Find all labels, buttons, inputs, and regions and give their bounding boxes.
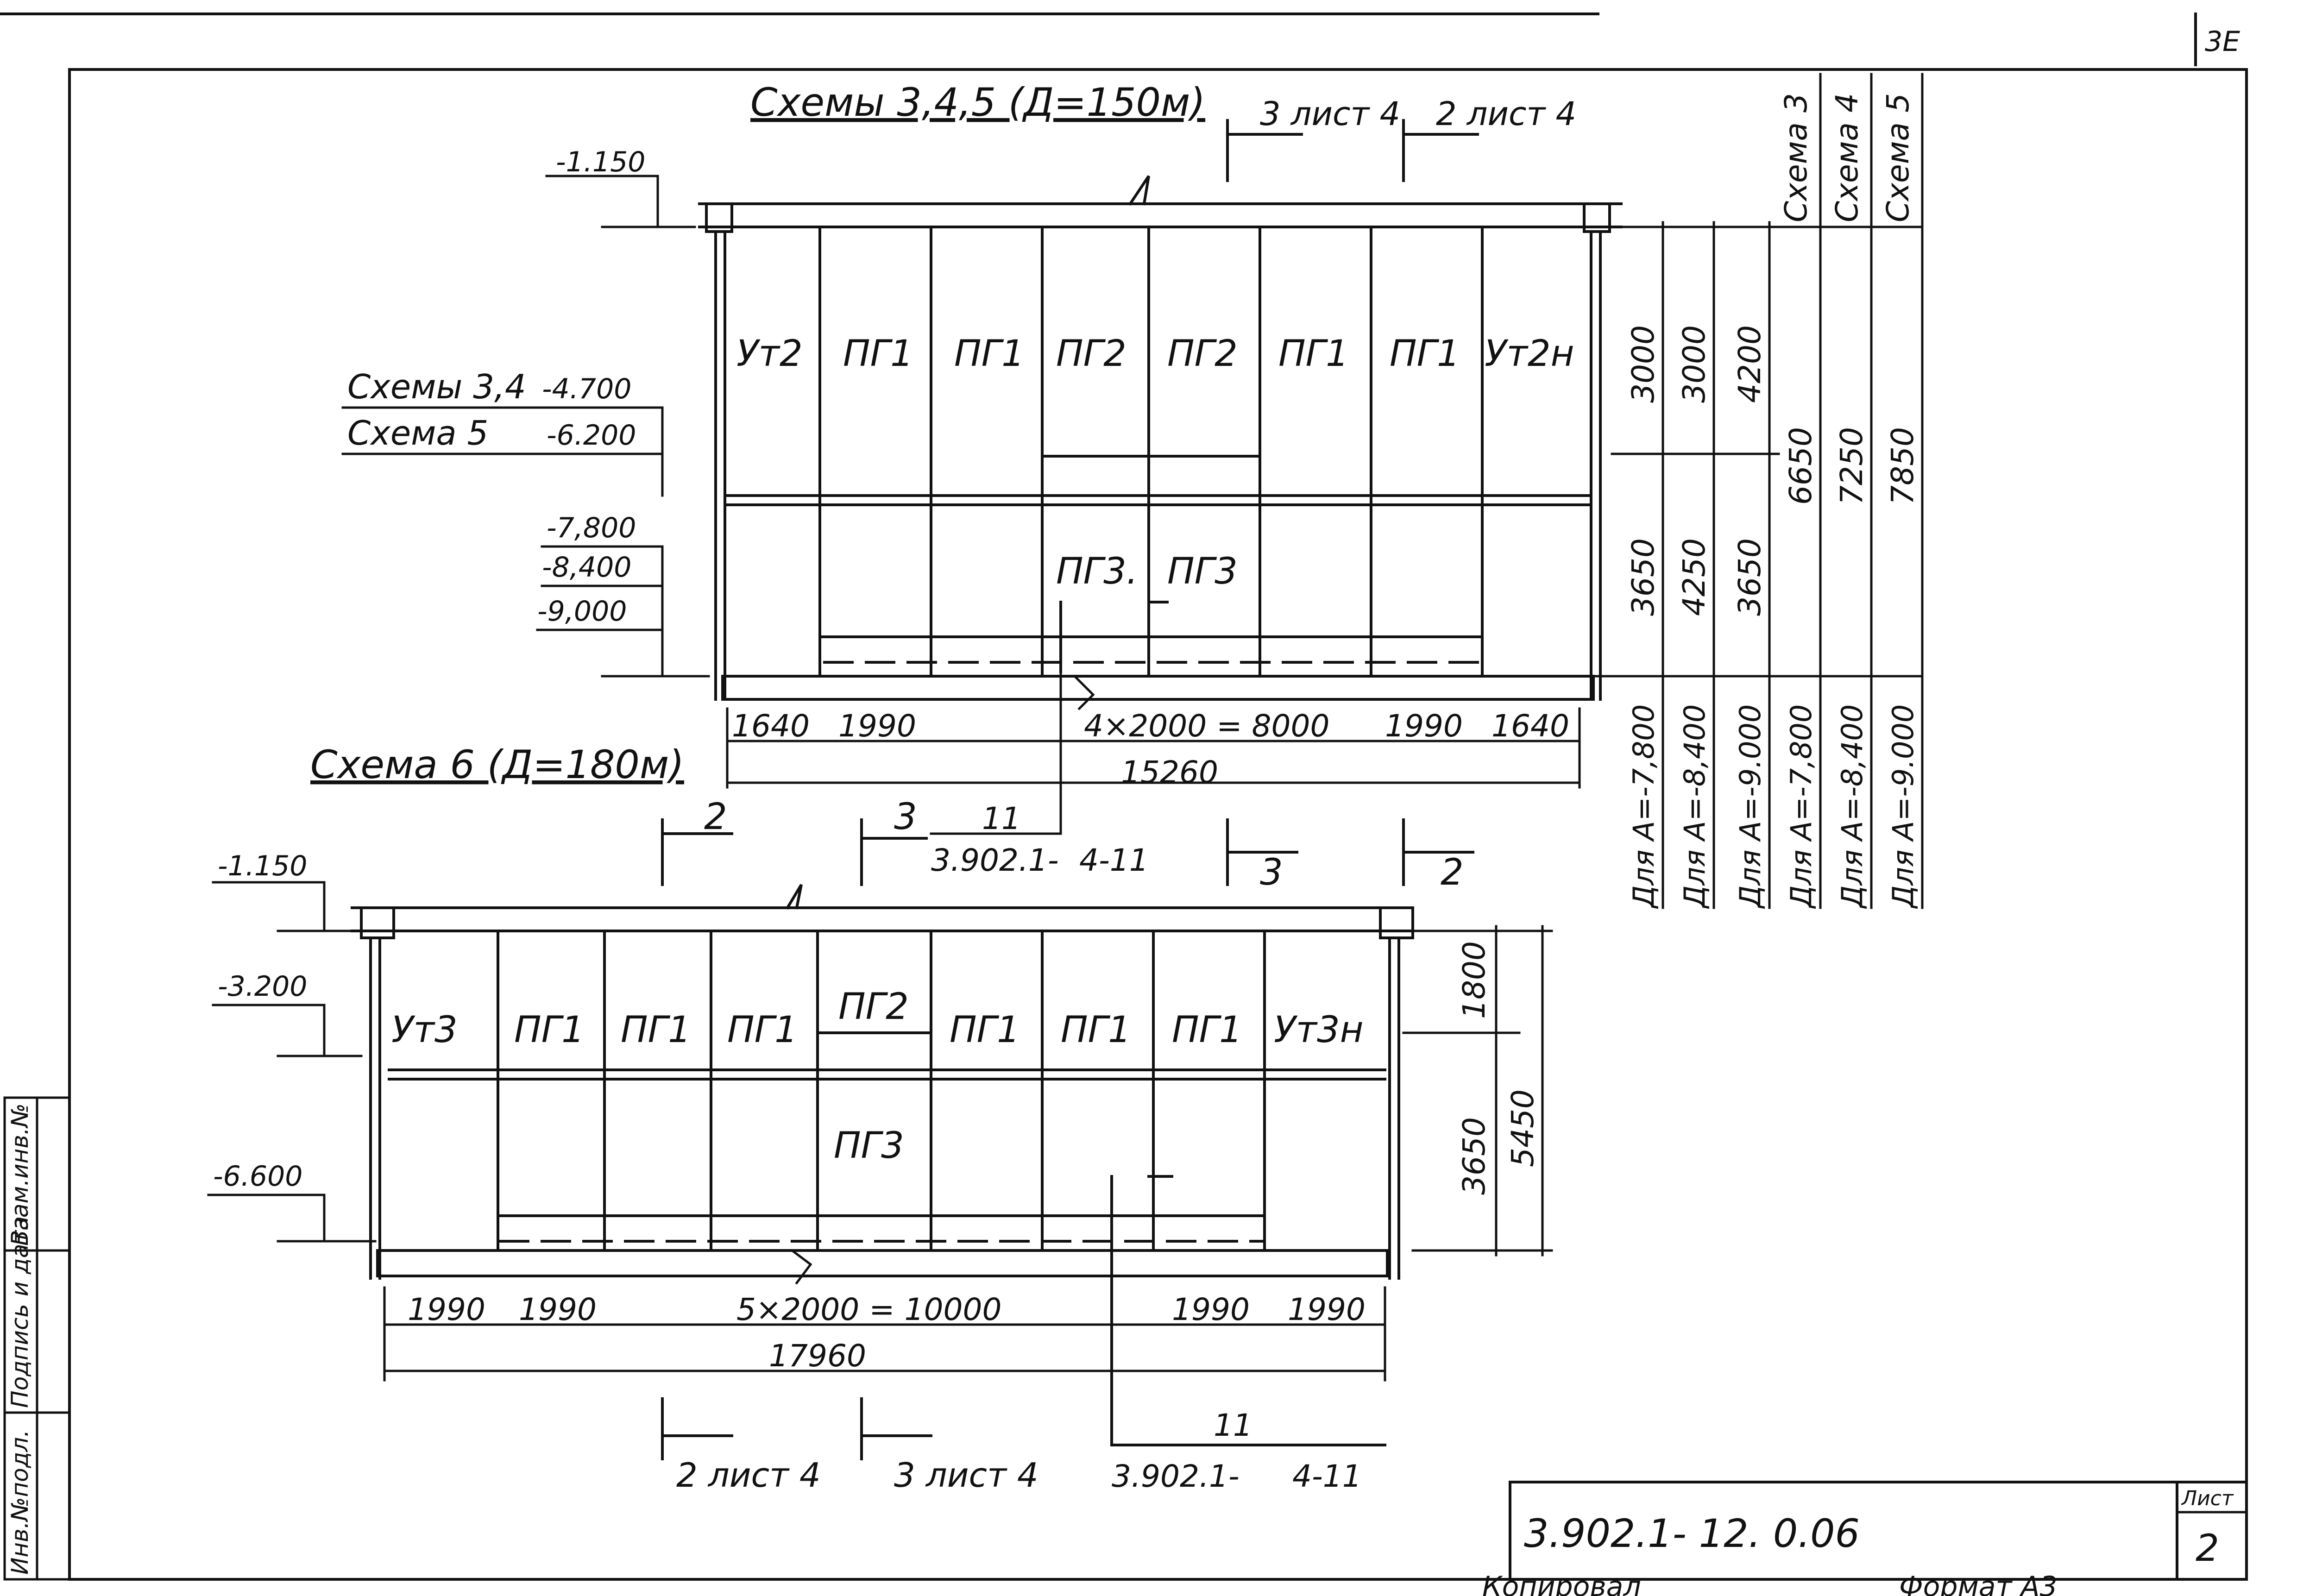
bottom-scheme: Схема 6 (Д=180м) -1.150 -3.200 -6.600 xyxy=(207,742,1553,1495)
table-cell: 7850 xyxy=(1885,427,1920,505)
bottom-title: Схема 6 (Д=180м) xyxy=(310,742,684,787)
panel-label: Ут2н xyxy=(1485,333,1574,375)
dim-2: 1990 xyxy=(519,1292,597,1327)
title-block: 3.902.1- 12. 0.06 Лист 2 xyxy=(1509,1481,2248,1581)
table-cell: 4200 xyxy=(1732,325,1768,403)
dim-total: 17960 xyxy=(769,1338,866,1374)
under-mark: 2 xyxy=(1441,852,1464,893)
panel-label: ПГ2 xyxy=(1056,333,1127,375)
callout-ref: 3.902.1- xyxy=(1112,1458,1240,1494)
panel-label-lower: ПГ3 xyxy=(834,1125,904,1167)
table-cell: 6650 xyxy=(1783,427,1819,505)
dim-2: 1990 xyxy=(838,708,916,744)
dim-3: 5×2000 = 10000 xyxy=(736,1292,1001,1327)
table-cell: 7250 xyxy=(1834,427,1869,505)
right-dim: 5450 xyxy=(1505,1089,1541,1167)
level-4700: -4.700 xyxy=(542,373,631,405)
table-cell: 3650 xyxy=(1732,538,1768,616)
panel-label: ПГ1 xyxy=(954,333,1025,375)
table-note: Для А=-9.000 xyxy=(1733,704,1767,909)
sheet-label: Лист xyxy=(2181,1487,2234,1510)
level-schemes34: Схемы 3,4 xyxy=(347,367,526,406)
dim-1: 1990 xyxy=(408,1292,485,1327)
panel-label: ПГ1 xyxy=(1390,333,1460,375)
side-stamp: Инв.№подл. Подпись и дата Взам.инв.№ xyxy=(3,1096,71,1581)
corner-code: 3Е xyxy=(2205,25,2240,58)
panel-label: ПГ1 xyxy=(1278,333,1349,375)
panel-label: ПГ1 xyxy=(1172,1009,1242,1051)
table-cell: 3650 xyxy=(1625,538,1661,616)
panel-label: Ут3н xyxy=(1274,1009,1364,1051)
dim-total: 15260 xyxy=(1121,754,1218,790)
stamp-replace: Взам.инв.№ xyxy=(6,1103,33,1246)
dim-4: 1990 xyxy=(1385,708,1463,744)
section-mark-2: 2 лист 4 xyxy=(1436,95,1576,133)
section-arrow-top xyxy=(1226,119,1479,182)
callout-num: 11 xyxy=(982,801,1021,836)
level-6200: -6.200 xyxy=(547,419,636,452)
panel-label: ПГ1 xyxy=(843,333,913,375)
top-scheme: Схемы 3,4,5 (Д=150м) 3 лист 4 2 лист 4 -… xyxy=(341,80,1623,893)
level-9000: -9,000 xyxy=(537,595,627,628)
dim-3: 4×2000 = 8000 xyxy=(1084,708,1329,744)
level-8400: -8,400 xyxy=(542,551,631,584)
table-note: Для А=-7,800 xyxy=(1627,704,1661,909)
section-mark-3: 3 лист 4 xyxy=(894,1456,1038,1495)
footer-copied: Копировал xyxy=(1482,1571,1641,1596)
table-note: Для А=-8,400 xyxy=(1835,704,1869,909)
table-note: Для А=-9.000 xyxy=(1886,704,1920,909)
stamp-sign: Подпись и дата xyxy=(6,1216,33,1408)
table-header: Схема 5 xyxy=(1880,93,1916,222)
dim-1: 1640 xyxy=(732,708,810,744)
top-title: Схемы 3,4,5 (Д=150м) xyxy=(750,80,1205,125)
dim-5: 1990 xyxy=(1288,1292,1366,1327)
level-6600: -6.600 xyxy=(213,1160,302,1193)
panel-label-lower: ПГ3. xyxy=(1056,551,1138,592)
doc-code: 3.902.1- 12. 0.06 xyxy=(1524,1511,1860,1556)
drawing-frame xyxy=(68,68,2248,1581)
callout-num: 11 xyxy=(1214,1407,1252,1443)
table-header: Схема 3 xyxy=(1778,93,1814,222)
table-note: Для А=-8,400 xyxy=(1678,704,1712,909)
stamp-inv: Инв.№подл. xyxy=(6,1430,33,1575)
dim-4: 1990 xyxy=(1172,1292,1250,1327)
panel-label: ПГ1 xyxy=(727,1009,798,1051)
callout-ref: 3.902.1- xyxy=(931,842,1059,878)
right-dimension-table: Схема 3 Схема 4 Схема 5 3000 3650 3000 4… xyxy=(1592,73,1924,909)
level-7800: -7,800 xyxy=(547,512,636,544)
section-mark-2: 2 лист 4 xyxy=(676,1456,821,1495)
panel-label: Ут2 xyxy=(736,333,803,375)
panel-label: ПГ2 xyxy=(838,986,909,1028)
panel-label: Ут3 xyxy=(391,1009,458,1051)
under-mark: 2 xyxy=(704,796,727,838)
section-mark-3: 3 лист 4 xyxy=(1260,95,1400,133)
right-dim: 1800 xyxy=(1456,941,1492,1019)
level-scheme5: Схема 5 xyxy=(347,414,488,452)
panel-label-lower: ПГ3 xyxy=(1167,551,1238,592)
table-cell: 3000 xyxy=(1625,325,1661,403)
panel-label: ПГ2 xyxy=(1167,333,1238,375)
panel-label: ПГ1 xyxy=(1061,1009,1131,1051)
panel-label: ПГ1 xyxy=(621,1009,691,1051)
level-1150: -1.150 xyxy=(556,146,645,178)
callout-sheet: 4-11 xyxy=(1079,842,1149,878)
callout-sheet: 4-11 xyxy=(1292,1458,1362,1494)
under-mark: 3 xyxy=(894,796,917,838)
under-mark: 3 xyxy=(1260,852,1283,893)
table-header: Схема 4 xyxy=(1829,93,1865,222)
right-dim: 3650 xyxy=(1456,1117,1492,1195)
level-3200: -3.200 xyxy=(218,970,307,1003)
dim-5: 1640 xyxy=(1492,708,1569,744)
panel-label: ПГ1 xyxy=(950,1009,1020,1051)
table-cell: 4250 xyxy=(1676,538,1712,616)
table-cell: 3000 xyxy=(1676,325,1712,403)
level-1150b: -1.150 xyxy=(218,850,307,882)
footer-format: Формат А3 xyxy=(1899,1571,2058,1596)
panel-label: ПГ1 xyxy=(514,1009,585,1051)
table-note: Для А=-7,800 xyxy=(1784,704,1818,909)
sheet-number: 2 xyxy=(2196,1527,2219,1570)
